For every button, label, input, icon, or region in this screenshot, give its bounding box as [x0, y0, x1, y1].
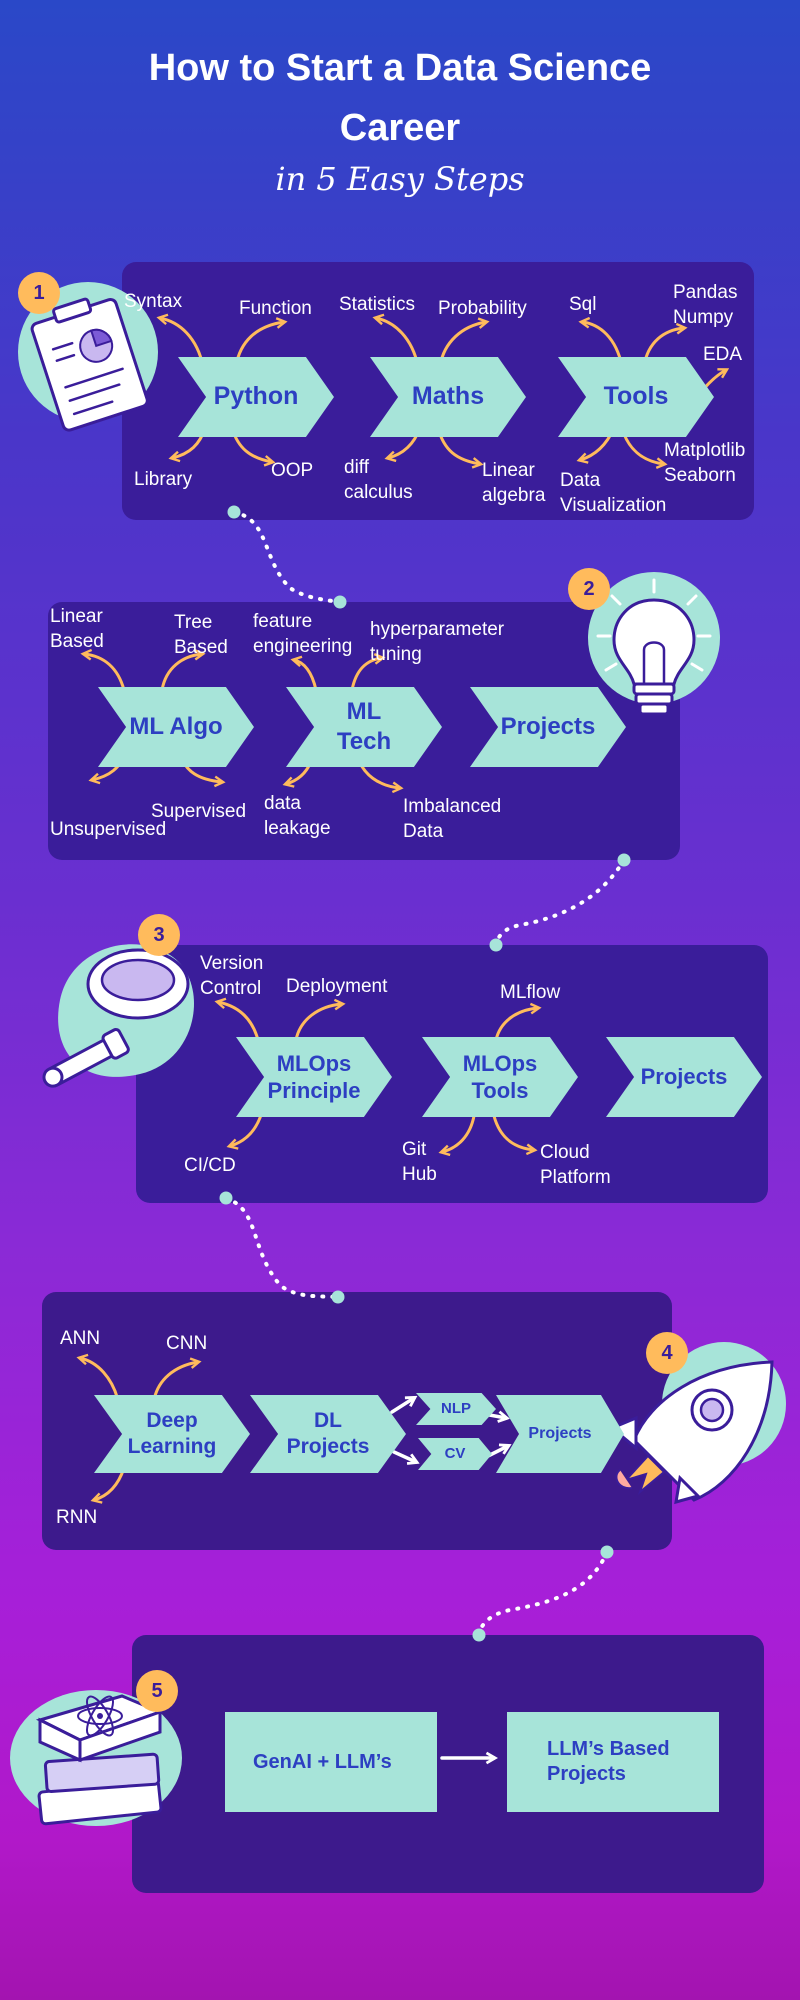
label-ci-cd: CI/CD — [184, 1155, 236, 1176]
label-rnn: RNN — [56, 1507, 98, 1528]
label-syntax: Syntax — [124, 291, 183, 312]
step-badge-5: 5 — [136, 1670, 178, 1712]
label-statistics: Statistics — [339, 294, 416, 315]
box-llm-based-projects: LLM’s Based Projects — [507, 1712, 719, 1812]
label-matplotlib-seaborn: Matplotlib Seaborn — [664, 440, 746, 486]
label-version-control: Version Control — [200, 953, 264, 999]
connector-dots — [219, 505, 631, 1642]
label-ann: ANN — [60, 1328, 101, 1349]
label-function: Function — [239, 298, 312, 319]
rocket-icon — [609, 1342, 786, 1505]
step-badge-3: 3 — [138, 914, 180, 956]
label-supervised: Supervised — [151, 801, 247, 822]
label-sql: Sql — [569, 294, 597, 315]
lightbulb-icon — [588, 572, 720, 716]
label-feature-engineering: feature engineering — [253, 611, 353, 657]
label-deployment: Deployment — [286, 976, 388, 997]
label-diff-calculus: diff calculus — [344, 457, 413, 503]
label-tree-based: Tree Based — [174, 612, 228, 658]
step-badge-2: 2 — [568, 568, 610, 610]
chevron-projects-2: Projects — [470, 687, 626, 767]
label-linear-algebra: Linear algebra — [482, 460, 546, 506]
label-oop: OOP — [271, 460, 314, 481]
chevron-mlops-tools: MLOps Tools — [422, 1037, 578, 1117]
label-cnn: CNN — [166, 1333, 208, 1354]
label-data-visualization: Data Visualization — [560, 470, 667, 516]
label-library: Library — [134, 469, 193, 490]
label-data-leakage: data leakage — [264, 793, 331, 839]
label-linear-based: Linear Based — [50, 606, 104, 652]
label-mlflow: MLflow — [500, 982, 561, 1003]
label-pandas-numpy: Pandas Numpy — [673, 282, 738, 328]
title-line-2: Career — [339, 107, 461, 149]
label-hyperparameter-tuning: hyperparameter tuning — [370, 619, 505, 665]
label-cloud-platform: Cloud Platform — [540, 1142, 611, 1188]
label-imbalanced-data: Imbalanced Data — [403, 796, 502, 842]
books-atom-icon — [10, 1690, 182, 1826]
label-probability: Probability — [438, 298, 527, 319]
step-badge-4: 4 — [646, 1332, 688, 1374]
title-line-1: How to Start a Data Science — [148, 47, 652, 89]
label-unsupervised: Unsupervised — [50, 819, 167, 840]
box-genai-llms: GenAI + LLM’s — [225, 1712, 437, 1812]
label-github: Git Hub — [402, 1139, 437, 1185]
clipboard-chart-icon — [18, 282, 158, 432]
label-eda: EDA — [703, 344, 743, 365]
subtitle: in 5 Easy Steps — [275, 160, 525, 198]
magnifier-icon — [42, 944, 194, 1088]
step-badge-1: 1 — [18, 272, 60, 314]
